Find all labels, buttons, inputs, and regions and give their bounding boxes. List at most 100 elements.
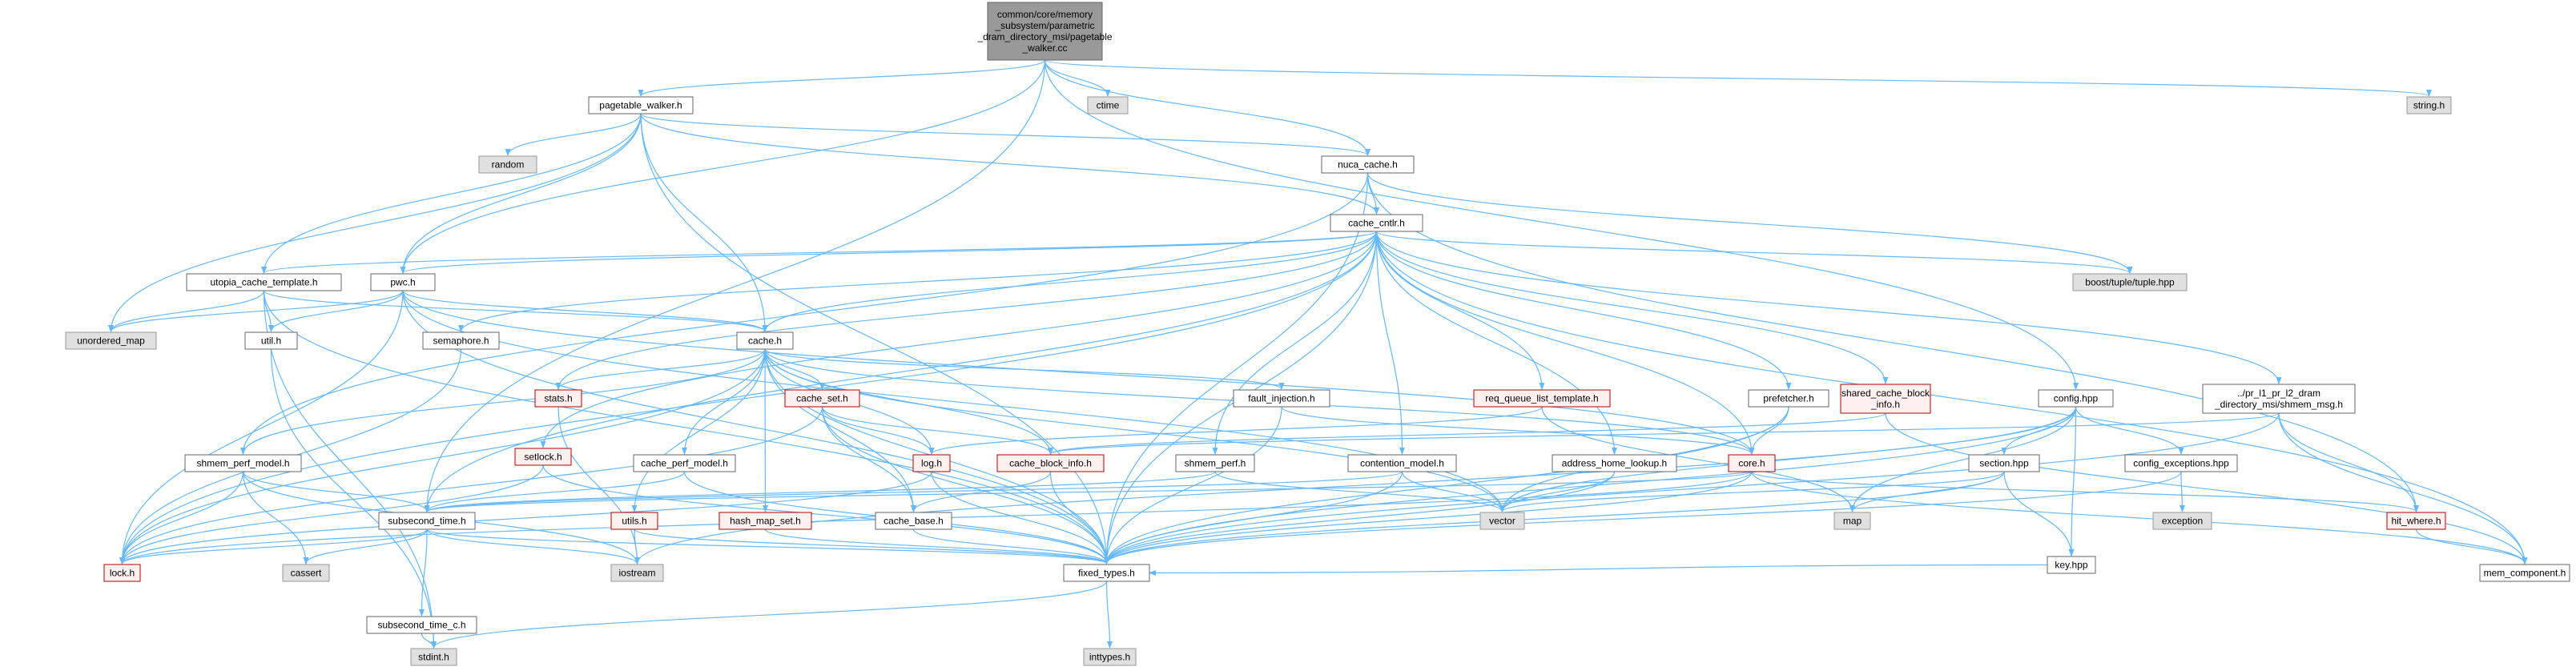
edge-pagetable-walker-to-cache-cntlr [640,113,1379,215]
edge-fixed-types-to-stdint [431,581,1108,649]
node-cache-cntlr[interactable]: cache_cntlr.h [1330,214,1423,232]
node-config-exceptions[interactable]: config_exceptions.hpp [2124,454,2238,472]
node-unordered-map[interactable]: unordered_map [65,331,157,350]
node-box [2124,454,2238,472]
edge-config-hpp-to-key-hpp [2068,406,2077,557]
edge-pwc-to-unordered-map [108,290,404,332]
node-box [2047,556,2096,574]
edge-root-to-config-hpp [1044,59,2079,390]
edge-cache-cntlr-to-cache-h [762,231,1378,332]
node-box [1748,389,1829,408]
node-cache-block-info[interactable]: cache_block_info.h [996,454,1105,472]
node-label: cache.h [748,336,782,347]
node-shmem-perf-model[interactable]: shmem_perf_model.h [184,454,302,472]
node-config-hpp[interactable]: config.hpp [2038,389,2114,408]
node-cache-perf-model[interactable]: cache_perf_model.h [633,454,736,472]
node-hash-map-set[interactable]: hash_map_set.h [718,512,812,530]
node-box [1968,454,2040,472]
node-map[interactable]: map [1833,512,1871,530]
node-cache-set[interactable]: cache_set.h [784,389,860,408]
edge-log-h-to-lock-h [119,471,932,565]
node-cache-h[interactable]: cache.h [736,331,794,350]
node-box [1330,214,1423,232]
node-exception[interactable]: exception [2152,512,2212,530]
node-prefetcher[interactable]: prefetcher.h [1748,389,1829,408]
node-contention-model[interactable]: contention_model.h [1347,454,1457,472]
edge-cache-cntlr-to-contention-model [1375,231,1405,455]
node-util-h[interactable]: util.h [244,331,298,350]
node-shmem-msg[interactable]: ../pr_l1_pr_l2_dram_directory_msi/shmem_… [2202,384,2356,414]
node-hit-where[interactable]: hit_where.h [2386,512,2446,530]
node-utopia[interactable]: utopia_cache_template.h [186,273,342,291]
node-fixed-types[interactable]: fixed_types.h [1063,564,1150,582]
node-address-home-lookup[interactable]: address_home_lookup.h [1552,454,1677,472]
node-string-h[interactable]: string.h [2406,96,2452,115]
node-core-h[interactable]: core.h [1728,454,1776,472]
node-shmem-perf[interactable]: shmem_perf.h [1175,454,1255,472]
node-label: section.hpp [1979,458,2029,469]
node-label: config.hpp [2054,393,2099,404]
node-nuca-cache[interactable]: nuca_cache.h [1321,155,1415,174]
node-label: _info.h [1870,399,1900,410]
node-req-queue[interactable]: req_queue_list_template.h [1473,389,1611,408]
node-fault-injection[interactable]: fault_injection.h [1233,389,1330,408]
nodes-layer: common/core/memory_subsystem/parametric_… [65,2,2570,666]
edge-prefetcher-to-core-h [1749,406,1789,455]
node-root[interactable]: common/core/memory_subsystem/parametric_… [976,2,1113,61]
edge-cache-set-to-cache-block-info [821,406,1053,455]
edge-shmem-perf-model-to-subsecond-time [242,471,430,512]
node-shared-cache-block[interactable]: shared_cache_block_info.h [1840,384,1931,414]
edge-core-h-to-fixed-types [1104,471,1753,565]
node-iostream[interactable]: iostream [610,564,664,582]
edge-shared-cache-block-to-cache-block-info [1048,412,1886,455]
node-section-hpp[interactable]: section.hpp [1968,454,2040,472]
node-stats[interactable]: stats.h [534,389,582,408]
edge-utopia-to-fixed-types [263,290,1109,565]
node-semaphore[interactable]: semaphore.h [422,331,500,350]
node-utils-h[interactable]: utils.h [610,512,658,530]
node-setlock[interactable]: setlock.h [514,448,572,466]
node-mem-component[interactable]: mem_component.h [2479,564,2570,582]
edge-core-h-to-subsecond-time [425,471,1753,512]
edge-cache-cntlr-to-lock-h [119,231,1378,565]
node-lock-h[interactable]: lock.h [103,564,141,582]
node-vector[interactable]: vector [1479,512,1525,530]
node-inttypes[interactable]: inttypes.h [1083,648,1137,666]
edge-contention-model-to-vector [1401,471,1505,512]
node-box [784,389,860,408]
node-cassert[interactable]: cassert [282,564,330,582]
node-box [1840,384,1931,414]
edge-cache-cntlr-to-prefetcher [1375,231,1792,390]
node-key-hpp[interactable]: key.hpp [2047,556,2096,574]
node-label: hash_map_set.h [730,516,801,527]
node-label: inttypes.h [1089,652,1130,663]
edge-pagetable-walker-to-pwc [400,113,642,274]
edge-config-exceptions-to-exception [2179,471,2185,512]
node-log-h[interactable]: log.h [912,454,951,472]
node-label: iostream [618,568,655,579]
node-pwc[interactable]: pwc.h [370,273,436,291]
node-box [1083,648,1137,666]
edge-cache-h-to-stats [555,348,766,390]
edge-address-home-lookup-to-vector [1499,471,1616,512]
edge-shmem-perf-model-to-cassert [242,471,309,565]
node-box [1321,155,1415,174]
node-label: contention_model.h [1360,458,1444,469]
node-box [1728,454,1776,472]
node-pagetable-walker[interactable]: pagetable_walker.h [588,96,694,115]
edge-pwc-to-cache-h [402,290,768,332]
edge-pagetable-walker-to-fixed-types [640,113,1109,565]
node-boost-tuple[interactable]: boost/tuple/tuple.hpp [2072,273,2188,291]
edge-shmem-msg-to-cache-block-info [1048,412,2280,455]
edge-cache-block-info-to-fixed-types [1049,471,1109,565]
node-label: unordered_map [77,336,145,347]
node-cache-base[interactable]: cache_base.h [875,512,952,530]
node-ctime[interactable]: ctime [1087,96,1129,115]
node-stdint[interactable]: stdint.h [410,648,457,666]
node-label: map [1843,516,1862,527]
node-random[interactable]: random [478,155,537,174]
node-subsecond-time-c[interactable]: subsecond_time_c.h [366,616,477,634]
node-subsecond-time[interactable]: subsecond_time.h [378,512,476,530]
edge-contention-model-to-fixed-types [1104,471,1403,565]
edge-nuca-cache-to-shmem-perf-model [240,172,1369,455]
